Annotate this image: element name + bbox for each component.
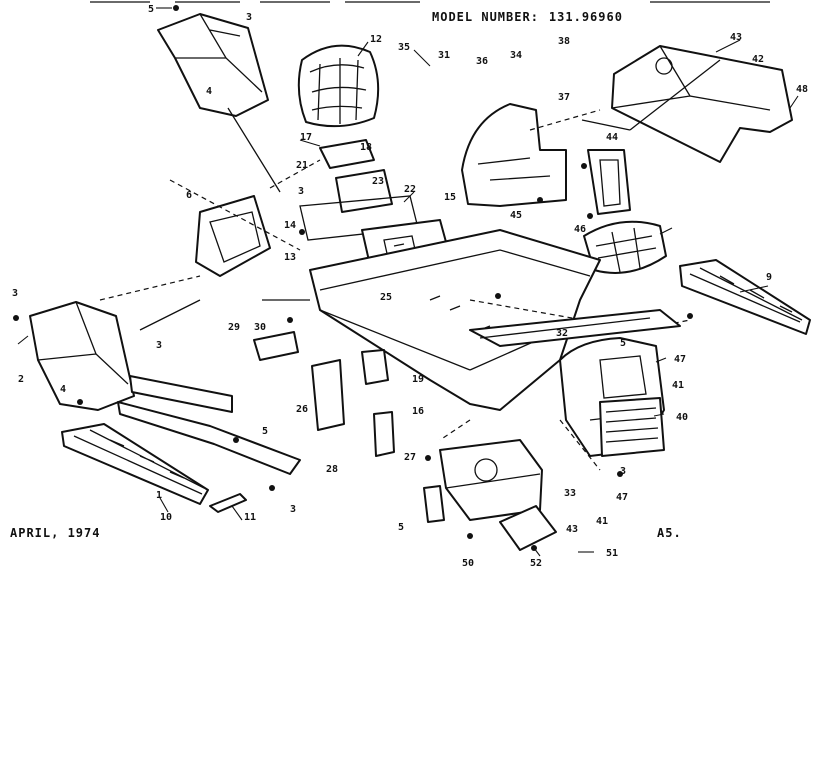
seat-bracket [299, 139, 419, 241]
callout: 17 [300, 132, 312, 143]
callout: 4 [206, 86, 212, 97]
hood [611, 45, 793, 163]
callout: 30 [254, 322, 266, 333]
leader-lines [17, 7, 799, 557]
callout: 16 [412, 406, 424, 417]
callout: 42 [752, 54, 764, 65]
callout: 25 [380, 292, 392, 303]
grille-insert [599, 397, 665, 457]
callout: 28 [326, 464, 338, 475]
callout: 5 [262, 426, 268, 437]
callout: 36 [476, 56, 488, 67]
callout: 1 [156, 490, 162, 501]
callout: 52 [530, 558, 542, 569]
model-number-label: MODEL NUMBER: [432, 10, 539, 24]
rear-fender-lower [29, 301, 135, 411]
callout: 3 [290, 504, 296, 515]
callout: 33 [564, 488, 576, 499]
callout: 32 [556, 328, 568, 339]
callout: 26 [296, 404, 308, 415]
callout: 43 [566, 524, 578, 535]
model-number-line: MODEL NUMBER: 131.96960 [432, 10, 633, 24]
trim-strip [209, 493, 247, 513]
callout: 3 [246, 12, 252, 23]
callout: 50 [462, 558, 474, 569]
callout: 37 [558, 92, 570, 103]
callout: 18 [360, 142, 372, 153]
callout: 23 [372, 176, 384, 187]
rear-fender-left [157, 13, 269, 117]
callout: 19 [412, 374, 424, 385]
callout: 4 [60, 384, 66, 395]
callout: 5 [398, 522, 404, 533]
front-footrest-mat [583, 220, 667, 274]
running-board-right [679, 259, 811, 335]
callout: 47 [616, 492, 628, 503]
footrest-bar [117, 375, 301, 475]
bracket-set [253, 331, 395, 457]
seat-cushion [297, 44, 380, 128]
grille-guard [587, 149, 631, 215]
callout: 47 [674, 354, 686, 365]
callout: 48 [796, 84, 808, 95]
model-number-value: 131.96960 [548, 10, 623, 24]
dash-panel [461, 103, 567, 207]
callout: 14 [284, 220, 296, 231]
callout: 13 [284, 252, 296, 263]
callout: 10 [160, 512, 172, 523]
side-fender-left [195, 195, 271, 277]
callout: 45 [510, 210, 522, 221]
callout: 6 [186, 190, 192, 201]
callout: 35 [398, 42, 410, 53]
callout: 34 [510, 50, 522, 61]
floor-mat-left [61, 423, 209, 505]
page-code: A5. [657, 526, 682, 540]
callout: 51 [606, 548, 618, 559]
callout: 2 [18, 374, 24, 385]
callout: 12 [370, 34, 382, 45]
callout: 40 [676, 412, 688, 423]
callout: 43 [730, 32, 742, 43]
callout: 21 [296, 160, 308, 171]
callout: 5 [620, 338, 626, 349]
fastener-set [13, 5, 693, 551]
callout: 11 [244, 512, 256, 523]
callout-labels: 5 3 12 35 31 36 34 38 43 42 48 37 17 18 … [12, 4, 808, 569]
callout: 9 [766, 272, 772, 283]
callout: 27 [404, 452, 416, 463]
callout: 29 [228, 322, 240, 333]
callout: 5 [148, 4, 154, 15]
revision-date: APRIL, 1974 [10, 526, 101, 540]
callout: 44 [606, 132, 618, 143]
frame-rail-right [469, 309, 681, 347]
callout: 3 [156, 340, 162, 351]
callout: 38 [558, 36, 570, 47]
callout: 31 [438, 50, 450, 61]
callout: 46 [574, 224, 586, 235]
callout: 41 [596, 516, 608, 527]
callout: 15 [444, 192, 456, 203]
callout: 22 [404, 184, 416, 195]
callout: 3 [620, 466, 626, 477]
callout: 3 [12, 288, 18, 299]
callout: 3 [298, 186, 304, 197]
front-axle-support [423, 439, 557, 551]
callout: 41 [672, 380, 684, 391]
